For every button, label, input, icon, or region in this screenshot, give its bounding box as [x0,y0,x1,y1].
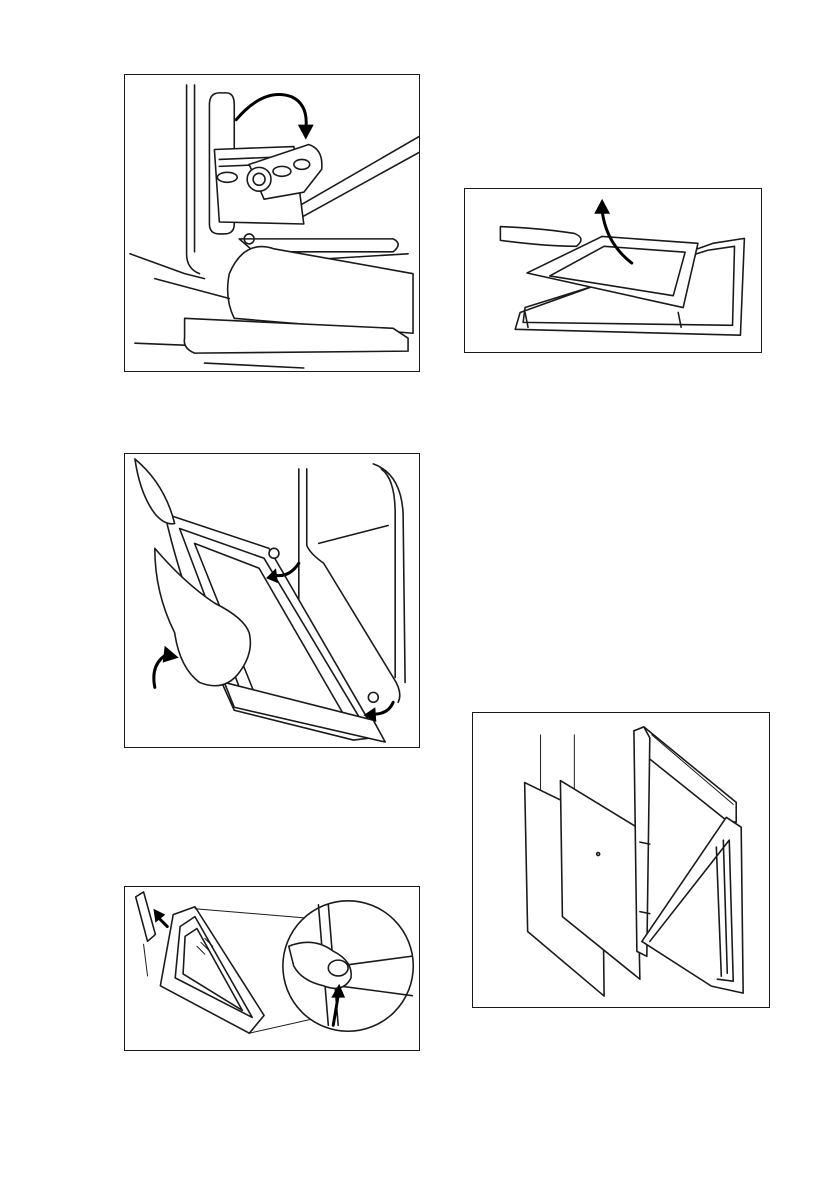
hinge-drawing [125,75,419,371]
door-trim-release-illustration [124,886,420,1051]
glass-panel-lift-illustration [464,188,762,353]
door-drawing [125,454,419,747]
door-hinge-lever-illustration [124,74,420,372]
glass-lift-drawing [465,189,761,352]
glass-panels-exploded-illustration [472,712,770,1008]
oven-door-removal-illustration [124,453,420,748]
trim-drawing [125,887,419,1050]
panels-drawing [473,713,769,1007]
